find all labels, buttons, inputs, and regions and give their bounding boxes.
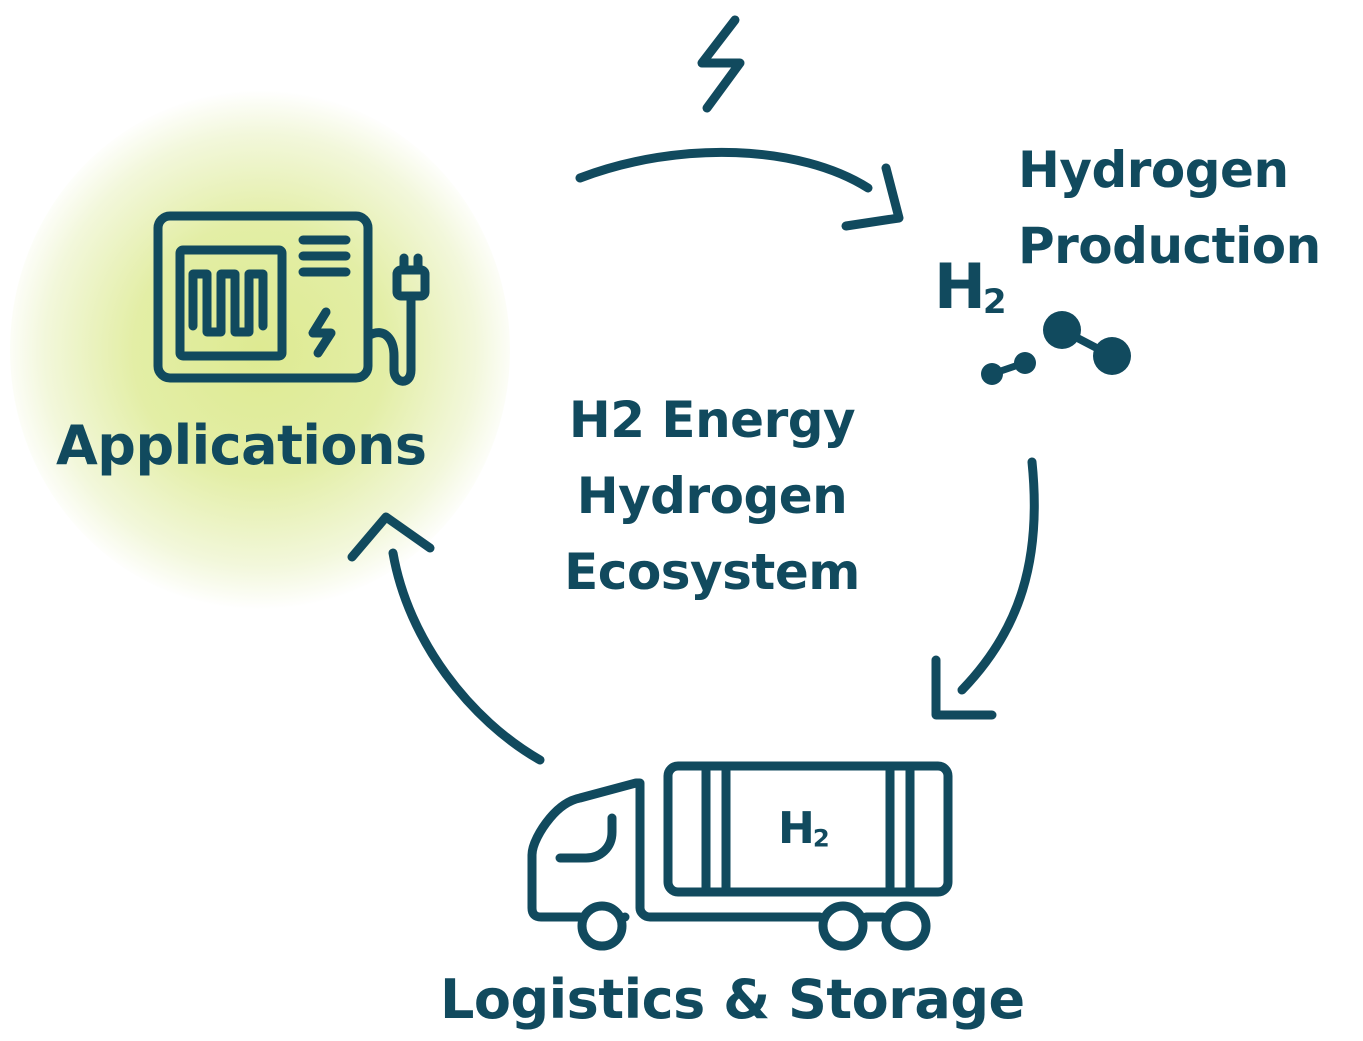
production-formula: H2 <box>934 250 1007 323</box>
lightning-icon <box>697 15 745 113</box>
production-label-line-1: Hydrogen <box>1018 141 1289 199</box>
production-label-line-2: Production <box>1018 217 1321 275</box>
molecule-atom-small-2 <box>1014 352 1036 374</box>
center-title-line-2: Hydrogen <box>576 467 848 525</box>
applications-highlight <box>10 90 510 610</box>
applications-label: Applications <box>56 414 427 477</box>
molecule-atom-small-1 <box>981 363 1003 385</box>
cycle-arrow-right <box>931 457 1039 720</box>
molecule-atom-large-1 <box>1043 311 1081 349</box>
logistics-label: Logistics & Storage <box>440 968 1025 1031</box>
plug-icon <box>363 253 430 386</box>
cycle-arrow-top <box>575 147 904 231</box>
truck-icon <box>527 761 953 951</box>
center-title: H2 Energy Hydrogen Ecosystem <box>540 382 884 610</box>
appliance-icon <box>153 211 373 383</box>
cycle-arrow-left <box>347 512 545 765</box>
molecule-atom-large-2 <box>1093 337 1131 375</box>
tank-formula: H2 <box>778 803 830 854</box>
center-title-line-1: H2 Energy <box>568 391 856 449</box>
center-title-line-3: Ecosystem <box>564 543 860 601</box>
production-label: Hydrogen Production <box>1018 132 1321 284</box>
